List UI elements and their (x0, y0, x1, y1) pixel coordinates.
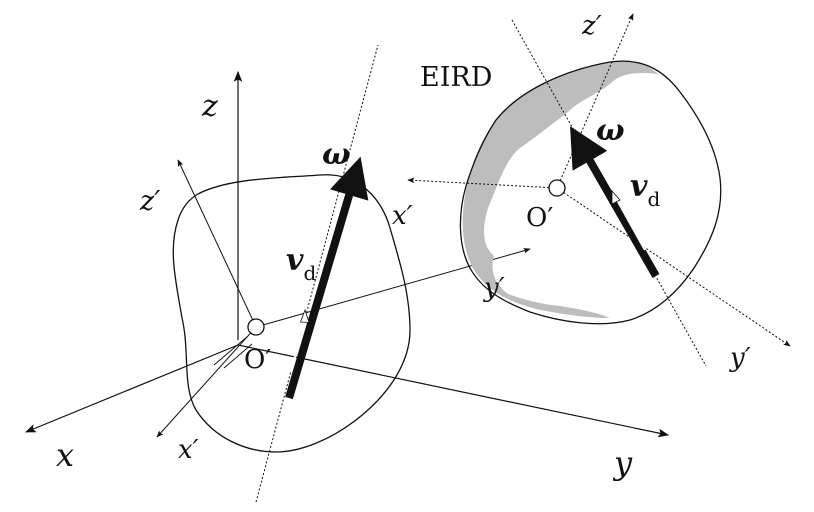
label-vd-right-sub: d (647, 187, 660, 211)
right-x-prime-axis (407, 177, 558, 189)
left-body-outline (172, 174, 411, 453)
angle-mark-left (213, 335, 253, 369)
origin-left (247, 318, 265, 336)
label-vd-left: vd (286, 243, 316, 285)
vd-arrowhead-left (299, 308, 310, 323)
label-vd-left-v: v (286, 243, 304, 278)
label-right-x-prime: x′ (392, 201, 413, 231)
vd-arrowhead-right (611, 189, 621, 205)
label-y-prime-mid: y′ (483, 273, 505, 303)
label-origin-right: O′ (526, 203, 553, 233)
instantaneous-axis-left (255, 44, 379, 503)
label-right-y-prime: y′ (729, 343, 751, 373)
label-omega-left: ω (322, 137, 351, 172)
label-local-z-prime: z′ (139, 186, 160, 217)
vd-vector-right (615, 197, 646, 251)
label-right-z-prime: z′ (581, 11, 602, 41)
label-global-y: y (612, 444, 633, 482)
label-global-z: z (201, 89, 218, 124)
global-y-axis (237, 344, 670, 438)
vd-vector-left (289, 317, 307, 373)
right-y-prime-axis (556, 187, 791, 347)
right-body-outline (459, 60, 722, 325)
left-rigid-body-group (25, 44, 670, 503)
omega-vector-left (285, 156, 369, 400)
label-omega-right: ω (596, 113, 625, 148)
label-vd-right-v: v (630, 169, 648, 204)
local-z-prime-axis (177, 159, 257, 328)
local-x-prime-axis (156, 326, 257, 438)
origin-right (548, 179, 566, 197)
omega-vector-right (570, 126, 660, 278)
label-global-x: x (56, 436, 74, 474)
label-local-x-prime: x′ (178, 435, 199, 465)
label-vd-right: vd (630, 169, 660, 211)
label-eird: EIRD (420, 62, 492, 93)
right-rigid-body-group (407, 13, 791, 367)
label-origin-left: O′ (244, 345, 271, 375)
shaded-contact-region (462, 61, 658, 318)
label-vd-left-sub: d (303, 261, 316, 285)
global-x-axis (25, 344, 239, 433)
